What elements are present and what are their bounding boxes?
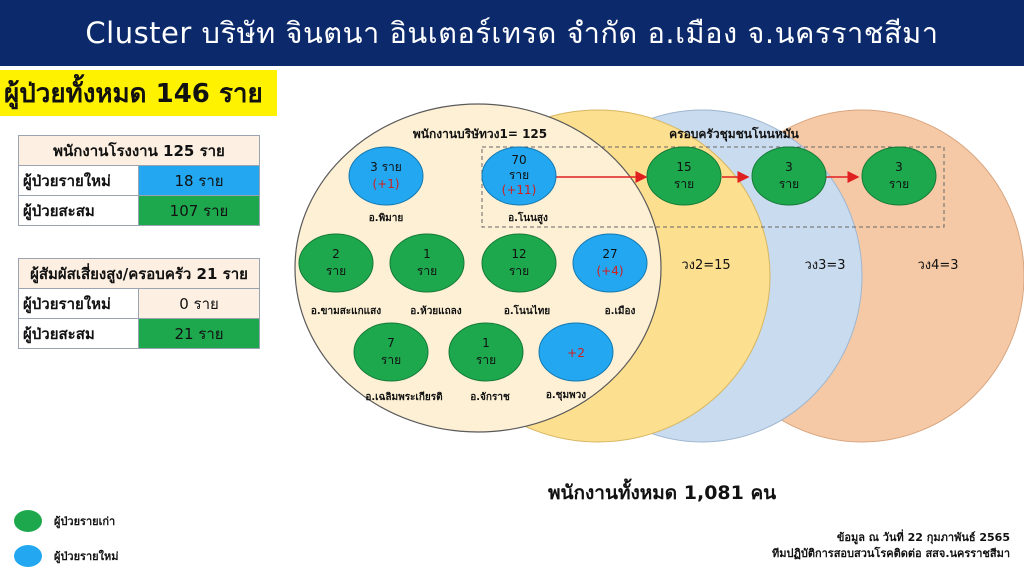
legend-old-case: ผู้ป่วยรายเก่า bbox=[14, 510, 115, 532]
green-dot-icon bbox=[14, 510, 42, 532]
node-huaithalaeng-old bbox=[389, 233, 465, 293]
node-mueang-count: 27 bbox=[602, 247, 617, 261]
node-phimai-delta: (+1) bbox=[372, 177, 399, 191]
node-chaloemphrakiat-old bbox=[353, 322, 429, 382]
node-nonsung-caption: อ.โนนสูง bbox=[508, 211, 548, 225]
node-nonsung-unit: ราย bbox=[509, 168, 529, 182]
blue-dot-icon bbox=[14, 545, 42, 567]
node-huaithalaeng-unit: ราย bbox=[417, 264, 437, 278]
contact-cum-value: 21 ราย bbox=[138, 318, 260, 349]
factory-table-title: พนักงานโรงงาน 125 ราย bbox=[18, 135, 260, 166]
total-patients-badge: ผู้ป่วยทั้งหมด 146 ราย bbox=[0, 70, 277, 116]
legend-new-case: ผู้ป่วยรายใหม่ bbox=[14, 545, 118, 567]
legend-old-label: ผู้ป่วยรายเก่า bbox=[54, 515, 116, 528]
source-team: ทีมปฏิบัติการสอบสวนโรคติดต่อ สสจ.นครราชส… bbox=[771, 547, 1010, 560]
node-ring4-old bbox=[861, 146, 937, 206]
node-khamsakaesaeng-old bbox=[298, 233, 374, 293]
factory-cum-label: ผู้ป่วยสะสม bbox=[18, 195, 139, 226]
node-chumphuang-delta: +2 bbox=[567, 346, 585, 360]
node-mueang-caption: อ.เมือง bbox=[605, 305, 636, 317]
node-chumphuang-new bbox=[538, 322, 614, 382]
node-chakkarat-old bbox=[448, 322, 524, 382]
total-employees: พนักงานทั้งหมด 1,081 คน bbox=[548, 482, 777, 504]
node-ring2-old bbox=[646, 146, 722, 206]
node-chakkarat-count: 1 bbox=[482, 336, 490, 350]
factory-new-label: ผู้ป่วยรายใหม่ bbox=[18, 165, 139, 196]
node-phimai-new bbox=[348, 146, 424, 206]
contact-table-title: ผู้สัมผัสเสี่ยงสูง/ครอบครัว 21 ราย bbox=[18, 258, 260, 289]
node-ring2-unit: ราย bbox=[674, 177, 694, 191]
source-date: ข้อมูล ณ วันที่ 22 กุมภาพันธ์ 2565 bbox=[836, 531, 1010, 544]
factory-cum-value: 107 ราย bbox=[138, 195, 260, 226]
node-ring3-old bbox=[751, 146, 827, 206]
node-nonthai-count: 12 bbox=[511, 247, 526, 261]
node-chakkarat-caption: อ.จักราช bbox=[470, 391, 510, 403]
node-ring3-unit: ราย bbox=[779, 177, 799, 191]
factory-new-value: 18 ราย bbox=[138, 165, 260, 196]
node-phimai-caption: อ.พิมาย bbox=[369, 212, 404, 224]
node-ring4-unit: ราย bbox=[889, 177, 909, 191]
community-chain-box bbox=[481, 146, 945, 228]
node-phimai-count: 3 ราย bbox=[370, 160, 402, 174]
node-nonsung-delta: (+11) bbox=[502, 183, 537, 197]
node-khamsakaesaeng-unit: ราย bbox=[326, 264, 346, 278]
node-chakkarat-unit: ราย bbox=[476, 353, 496, 367]
node-chaloemphrakiat-caption: อ.เฉลิมพระเกียรติ bbox=[365, 391, 442, 403]
ring2-label: วง2=15 bbox=[681, 258, 730, 273]
node-nonthai-unit: ราย bbox=[509, 264, 529, 278]
node-nonsung-new bbox=[481, 146, 557, 206]
node-chaloemphrakiat-unit: ราย bbox=[381, 353, 401, 367]
node-mueang-delta: (+4) bbox=[596, 264, 623, 278]
ring4-label: วง4=3 bbox=[917, 258, 958, 273]
circle1-label: พนักงานบริษัทวง1= 125 bbox=[413, 127, 547, 141]
node-ring2-count: 15 bbox=[676, 160, 691, 174]
node-nonsung-count: 70 bbox=[511, 153, 526, 167]
node-khamsakaesaeng-count: 2 bbox=[332, 247, 340, 261]
node-huaithalaeng-count: 1 bbox=[423, 247, 431, 261]
node-chumphuang-caption: อ.ชุมพวง bbox=[546, 390, 586, 401]
node-mueang-new bbox=[572, 233, 648, 293]
factory-stats-table: พนักงานโรงงาน 125 ราย ผู้ป่วยรายใหม่ 18 … bbox=[18, 135, 260, 226]
page-title: Cluster บริษัท จินตนา อินเตอร์เทรด จำกัด… bbox=[85, 16, 939, 50]
node-huaithalaeng-caption: อ.ห้วยแถลง bbox=[410, 305, 461, 317]
contact-stats-table: ผู้สัมผัสเสี่ยงสูง/ครอบครัว 21 ราย ผู้ป่… bbox=[18, 258, 260, 349]
contact-new-label: ผู้ป่วยรายใหม่ bbox=[18, 288, 139, 319]
node-nonthai-caption: อ.โนนไทย bbox=[504, 304, 550, 317]
node-nonthai-old bbox=[481, 233, 557, 293]
contact-cum-label: ผู้ป่วยสะสม bbox=[18, 318, 139, 349]
legend-new-label: ผู้ป่วยรายใหม่ bbox=[54, 550, 119, 563]
community-label: ครอบครัวชุมชนโนนหมัน bbox=[669, 126, 800, 142]
node-khamsakaesaeng-caption: อ.ขามสะแกแสง bbox=[311, 306, 381, 317]
node-chaloemphrakiat-count: 7 bbox=[387, 336, 395, 350]
header-bar: Cluster บริษัท จินตนา อินเตอร์เทรด จำกัด… bbox=[0, 0, 1024, 66]
node-ring4-count: 3 bbox=[895, 160, 903, 174]
ring3-label: วง3=3 bbox=[804, 258, 845, 273]
node-ring3-count: 3 bbox=[785, 160, 793, 174]
contact-new-value: 0 ราย bbox=[138, 288, 260, 319]
data-source: ข้อมูล ณ วันที่ 22 กุมภาพันธ์ 2565 ทีมปฏ… bbox=[772, 530, 1010, 562]
